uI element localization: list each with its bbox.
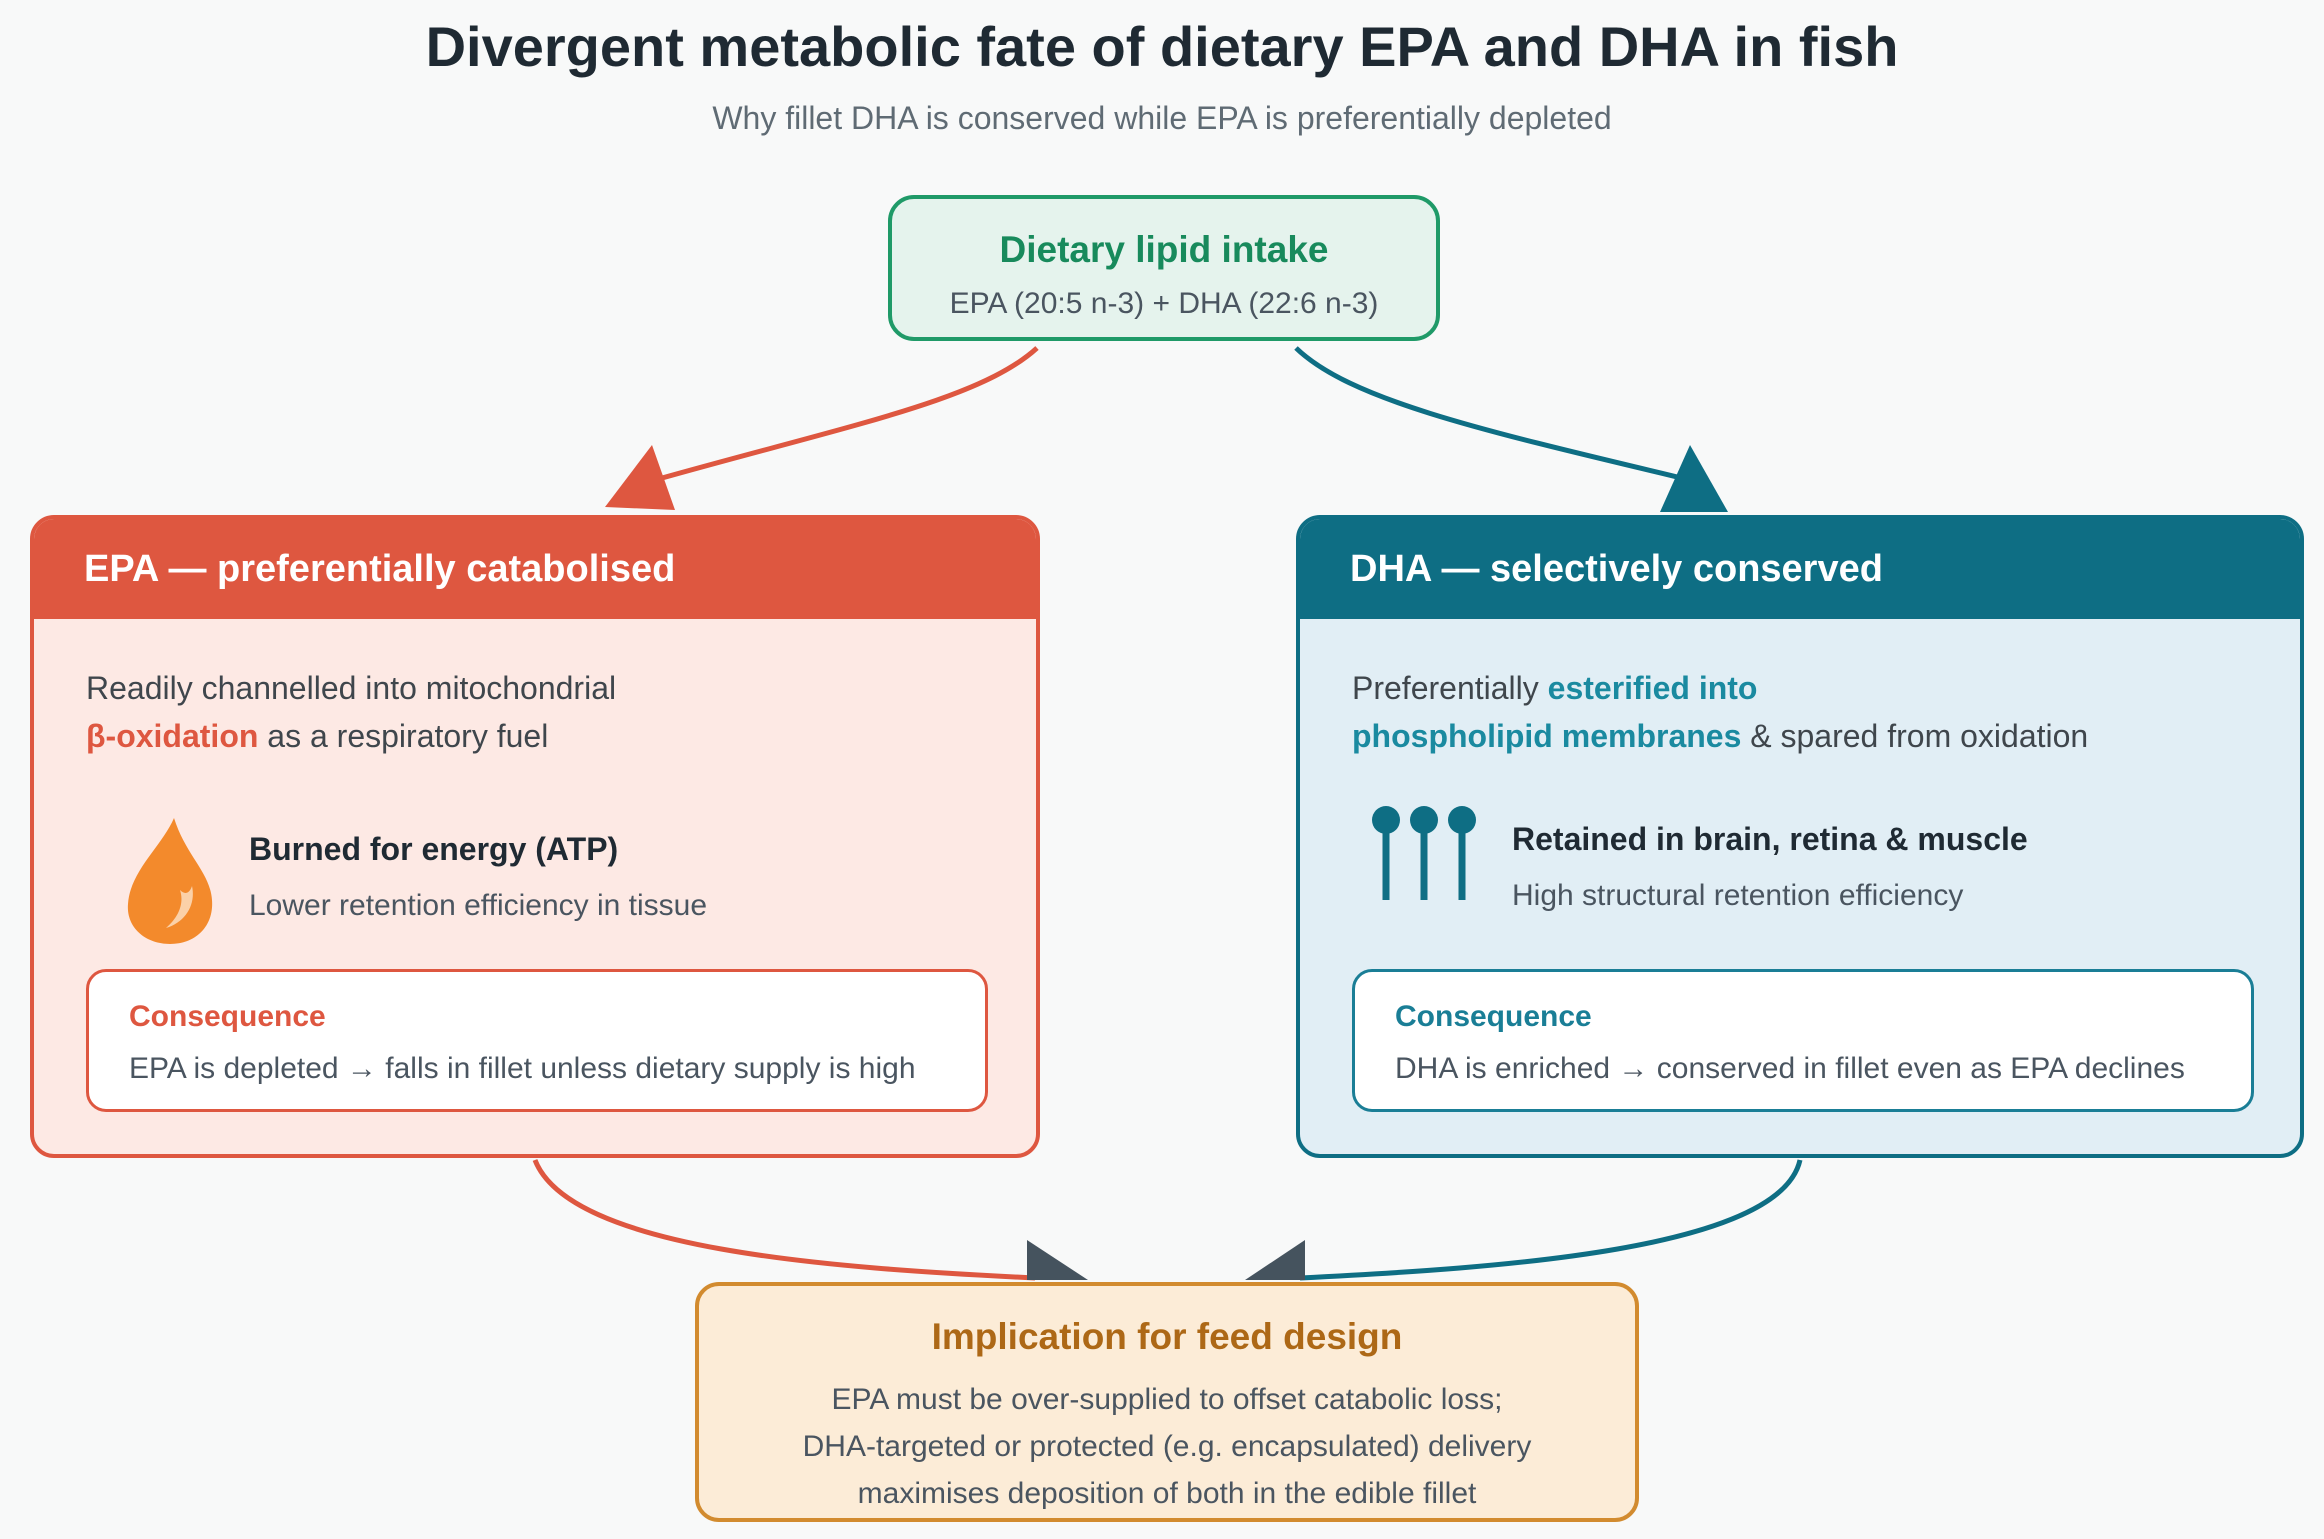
page-subtitle: Why fillet DHA is conserved while EPA is… [712,100,1612,136]
epa-desc-line1: Readily channelled into mitochondrial [86,670,617,706]
flame-icon [127,818,213,944]
arrow-head-impl-right [1245,1240,1305,1280]
intake-heading: Dietary lipid intake [999,229,1329,270]
dha-description: Preferentially esterified into phospholi… [1352,664,2088,760]
dha-consequence-text: DHA is enriched → conserved in fillet ev… [1395,1052,2185,1085]
epa-fact-title: Burned for energy (ATP) [249,831,619,867]
epa-desc-highlight: β-oxidation [86,718,259,754]
implication-heading: Implication for feed design [931,1316,1403,1357]
dha-desc-highlight2: phospholipid membranes [1352,718,1742,754]
epa-header: EPA — preferentially catabolised [34,519,1036,619]
epa-desc-rest: as a respiratory fuel [258,718,549,754]
epa-consequence-box: Consequence EPA is depleted → falls in f… [86,969,988,1112]
page-title: Divergent metabolic fate of dietary EPA … [425,15,1899,78]
phospholipid-icon [1372,806,1476,900]
epa-consequence-label: Consequence [129,1000,326,1033]
epa-panel: EPA — preferentially catabolised Readily… [30,515,1040,1158]
implication-line-3: maximises deposition of both in the edib… [857,1477,1477,1510]
epa-description: Readily channelled into mitochondrial β-… [86,664,616,760]
dha-fact-title: Retained in brain, retina & muscle [1512,821,2028,857]
epa-fact-subtitle: Lower retention efficiency in tissue [249,889,708,922]
arrow-epa-to-implication [532,1159,1036,1281]
arrow-head-dha [1660,445,1728,512]
arrow-head-epa [605,445,675,510]
arrow-head-impl-left [1027,1240,1088,1280]
dha-fact-subtitle: High structural retention efficiency [1512,879,1964,912]
arrow-dha-to-implication [1299,1159,1803,1281]
dha-consequence-label: Consequence [1395,1000,1592,1033]
dha-panel: DHA — selectively conserved Preferential… [1296,515,2304,1158]
dha-desc-highlight1: esterified into [1547,670,1758,706]
intake-subtitle: EPA (20:5 n-3) + DHA (22:6 n-3) [949,287,1379,320]
arrow-intake-to-dha [1294,346,1691,483]
dha-desc-rest: & spared from oxidation [1741,718,2089,754]
dha-consequence-box: Consequence DHA is enriched → conserved … [1352,969,2254,1112]
arrow-intake-to-epa [654,346,1039,483]
epa-consequence-text: EPA is depleted → falls in fillet unless… [129,1052,916,1085]
intake-box: Dietary lipid intake EPA (20:5 n-3) + DH… [888,195,1440,341]
implication-line-2: DHA-targeted or protected (e.g. encapsul… [802,1430,1532,1463]
dha-header: DHA — selectively conserved [1300,519,2300,619]
dha-desc-prefix: Preferentially [1352,670,1548,706]
implication-box: Implication for feed design EPA must be … [695,1282,1639,1522]
implication-line-1: EPA must be over-supplied to offset cata… [831,1383,1503,1416]
